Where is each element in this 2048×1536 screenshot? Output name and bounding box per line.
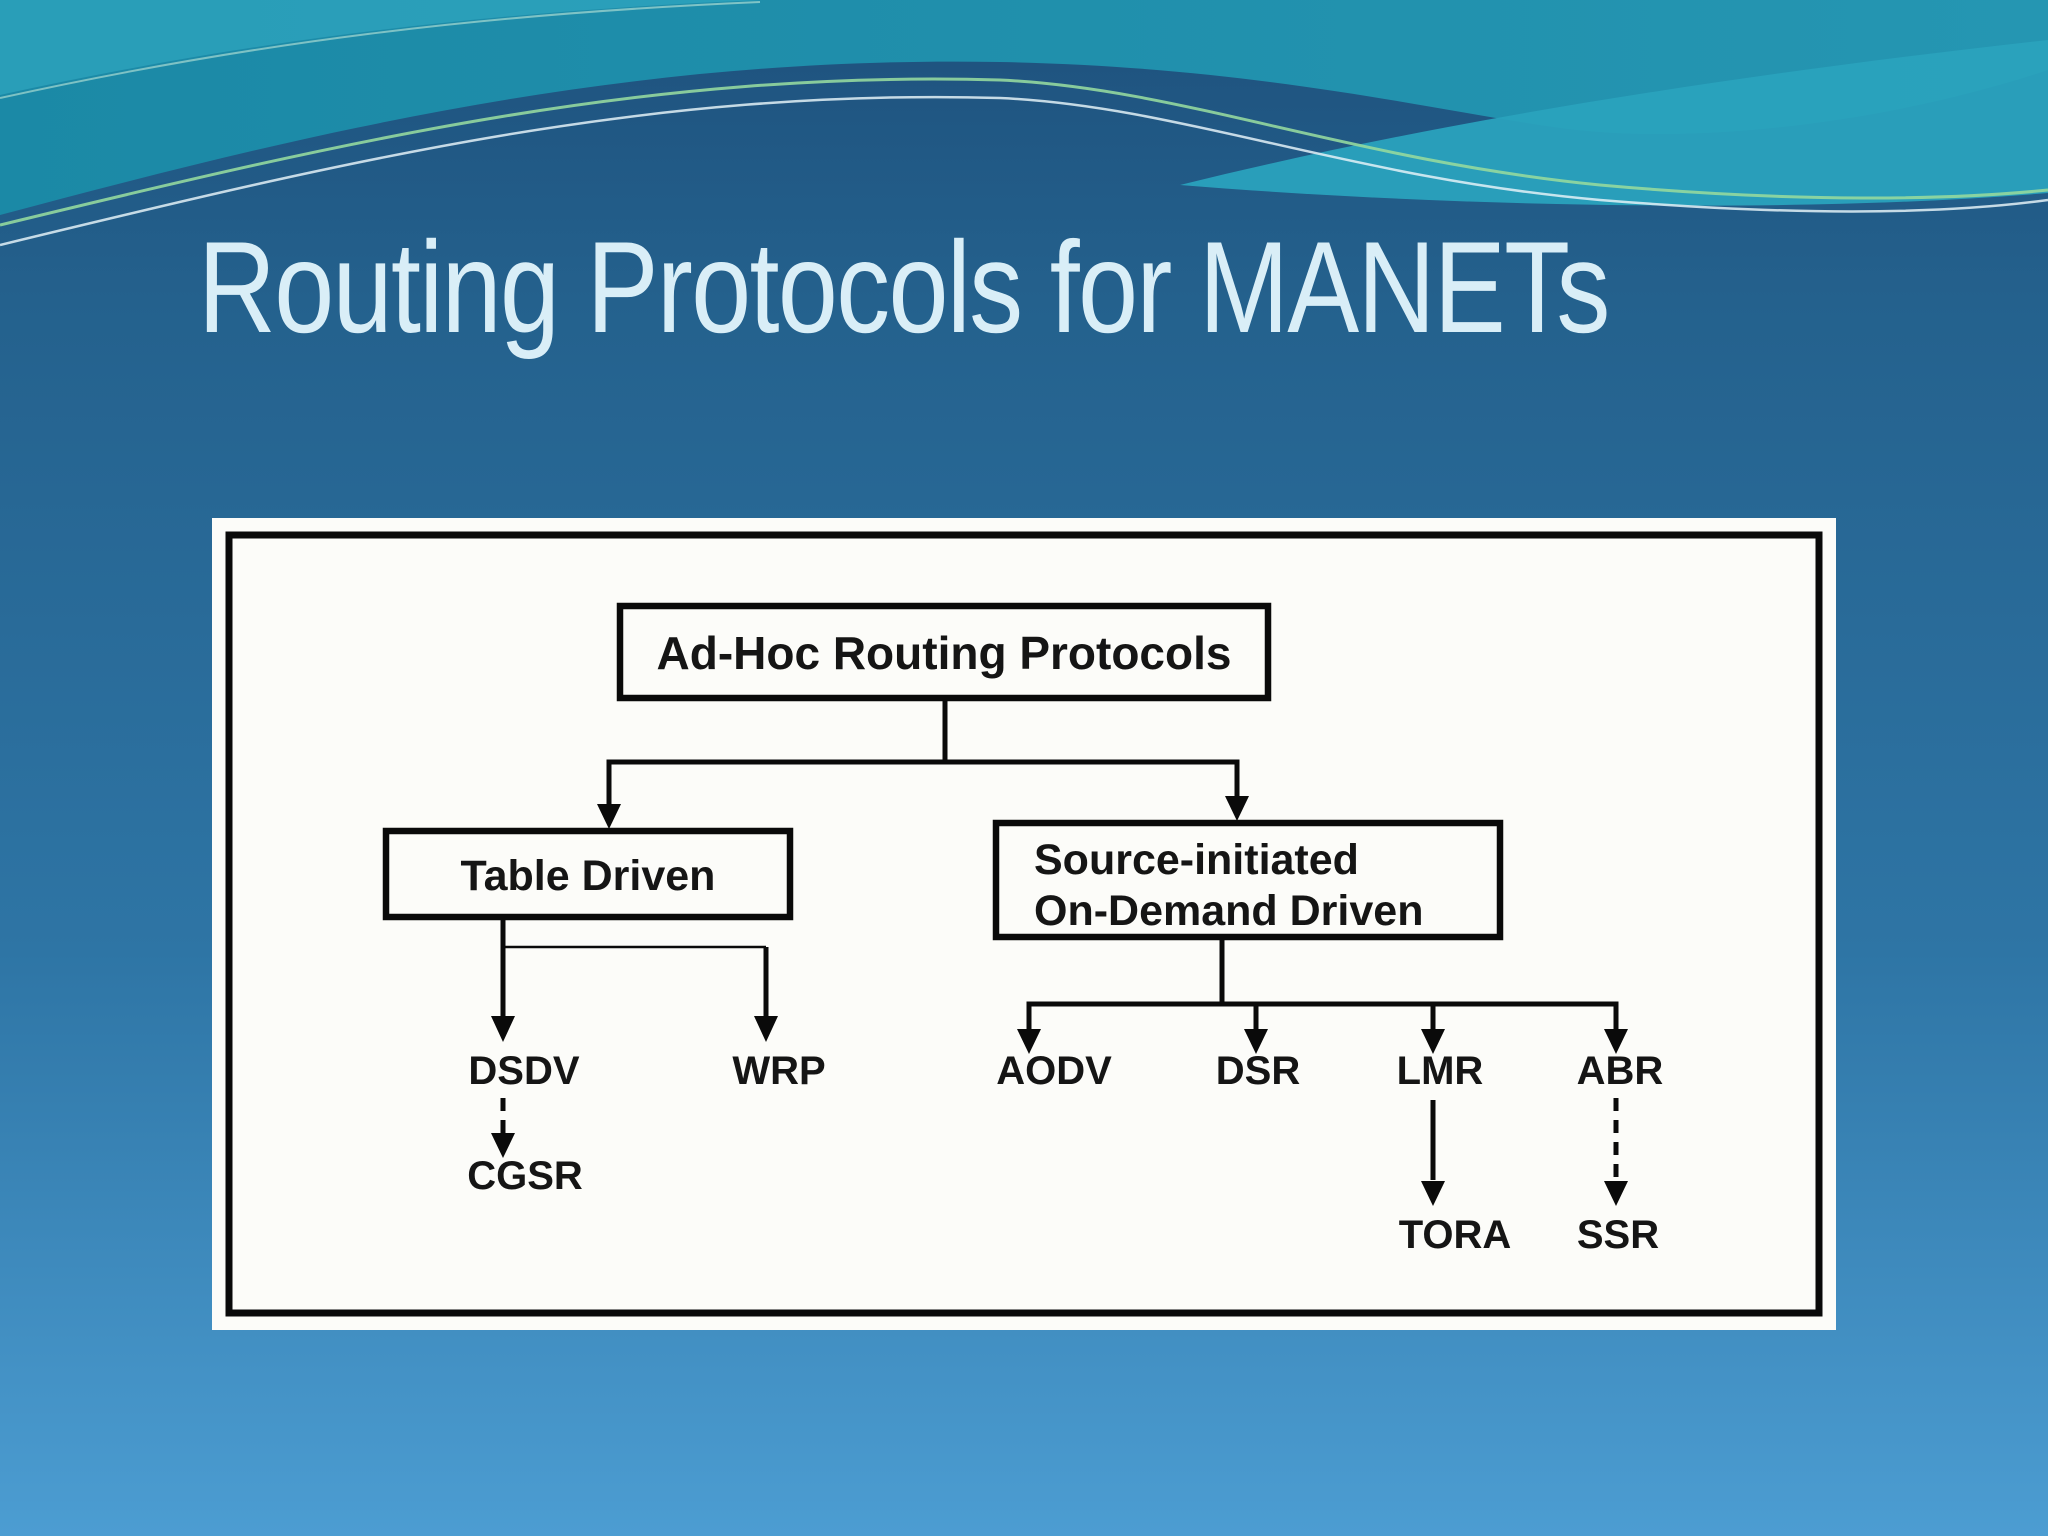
leaf-abr: ABR [1577,1049,1664,1093]
leaf-tora: TORA [1399,1213,1512,1257]
arrowhead-into-dsr [1244,1029,1268,1054]
top-left-light-sliver [0,0,760,95]
arrowhead-into-cgsr [491,1133,515,1158]
arrowhead-into-ssr [1604,1181,1628,1206]
leaf-wrp: WRP [732,1049,825,1093]
diagram-panel-border [225,531,1823,1317]
dark-navy-wave [0,61,2048,300]
arrowhead-into-wrp [754,1016,778,1042]
arrowhead-into-tora [1421,1181,1445,1206]
root-node-box [616,602,1272,702]
leaf-ssr: SSR [1577,1213,1659,1257]
top-wave-decoration [0,0,2048,300]
connector-on-demand-crossbar [1026,1001,1619,1030]
arrowhead-into-abr [1604,1029,1628,1054]
leaf-dsr: DSR [1216,1049,1301,1093]
on-demand-label-line1: Source-initiated [1034,836,1359,884]
table-driven-box [382,827,794,921]
teal-crescent-band [1180,40,2048,206]
white-accent-curve [0,95,2048,247]
arrowhead-into-on-demand [1225,796,1249,821]
table-driven-label: Table Driven [461,852,716,900]
leaf-cgsr: CGSR [467,1154,583,1198]
arrowhead-into-lmr [1421,1029,1445,1054]
leaf-dsdv: DSDV [468,1049,579,1093]
arrowhead-into-dsdv [491,1016,515,1042]
arrowhead-into-table-driven [597,804,621,829]
root-node-label: Ad-Hoc Routing Protocols [657,627,1232,679]
on-demand-box [992,819,1504,941]
green-accent-curve [0,77,2048,227]
leaf-lmr: LMR [1397,1049,1484,1093]
top-left-accent-line [0,1,761,99]
slide-title: Routing Protocols for MANETs [198,214,1610,360]
arrowhead-into-aodv [1017,1029,1041,1054]
on-demand-label-line2: On-Demand Driven [1034,887,1423,935]
leaf-aodv: AODV [996,1049,1112,1093]
connector-root-branches [606,759,1240,810]
